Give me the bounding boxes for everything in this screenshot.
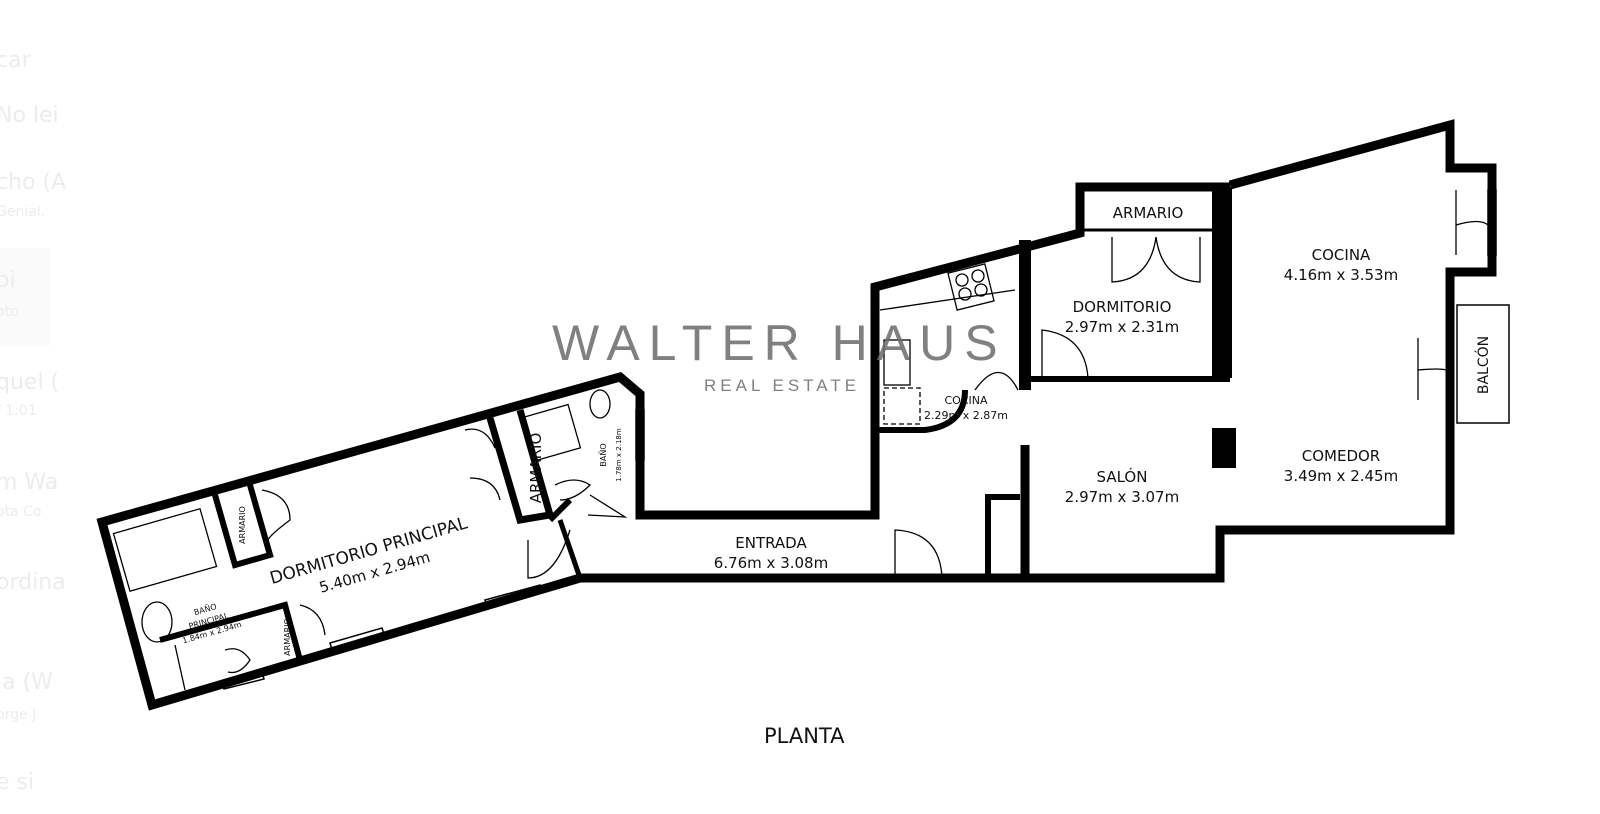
wall <box>547 497 573 523</box>
room-size-cocina: 4.16m x 3.53m <box>1284 266 1398 284</box>
watermark-subtitle: REAL ESTATE <box>704 376 861 395</box>
doors <box>261 190 1489 636</box>
background-text: oi <box>0 268 16 293</box>
room-label-cocina: COCINA <box>1312 246 1371 264</box>
room-label-comedor: COMEDOR <box>1302 447 1380 465</box>
background-text: orge J <box>0 707 37 723</box>
background-text: la (W <box>0 670 53 695</box>
background-text: m Wa <box>0 470 59 495</box>
outer-wall <box>96 119 1497 711</box>
room-label-salon: SALÓN <box>1097 467 1148 486</box>
wall <box>878 389 968 433</box>
background-text: Genial. <box>0 204 46 220</box>
room-size-dormitorio: 2.97m x 2.31m <box>1065 318 1179 336</box>
room-label-balcon: BALCÓN <box>1474 336 1492 394</box>
room-size-entrada: 6.76m x 3.08m <box>714 554 828 572</box>
background-text: / 1:01 <box>0 403 37 419</box>
wall <box>486 409 555 524</box>
pillar <box>1212 428 1236 468</box>
room-label-armario-principal: ARMARIO <box>527 433 545 504</box>
wall <box>159 601 304 673</box>
room-label-armario-bottom: ARMARIO <box>283 618 292 656</box>
background-text: oto <box>0 304 19 320</box>
room-label-bano: BAÑO <box>598 443 608 466</box>
room-label-cocina-small: COCINA <box>944 394 987 407</box>
wall <box>985 494 1020 576</box>
background-text: car <box>0 48 31 73</box>
windows <box>221 189 1497 690</box>
background-text: ordina <box>0 570 66 595</box>
wall <box>557 519 583 579</box>
room-label-entrada: ENTRADA <box>735 534 807 552</box>
background-text: ota Co <box>0 504 42 520</box>
plan-caption: PLANTA <box>764 724 845 748</box>
room-size-bano: 1.78m x 2.18m <box>615 428 623 482</box>
background-card <box>0 248 50 346</box>
fixtures <box>112 263 1016 691</box>
room-size-comedor: 3.49m x 2.45m <box>1284 467 1398 485</box>
watermark-title: WALTER HAUS <box>552 315 1007 371</box>
background-text: e si <box>0 770 35 795</box>
background-text: No lei <box>0 103 59 128</box>
balcony <box>1456 304 1510 424</box>
room-label-armario-left: ARMARIO <box>238 506 247 544</box>
background-text: cho (A <box>0 170 67 195</box>
room-label-armario: ARMARIO <box>1113 204 1184 222</box>
room-size-salon: 2.97m x 3.07m <box>1065 488 1179 506</box>
room-label-dormitorio: DORMITORIO <box>1073 298 1172 316</box>
wall <box>212 484 274 569</box>
background-text: quel ( <box>0 370 60 395</box>
room-size-cocina-small: 2.29m x 2.87m <box>924 409 1008 422</box>
